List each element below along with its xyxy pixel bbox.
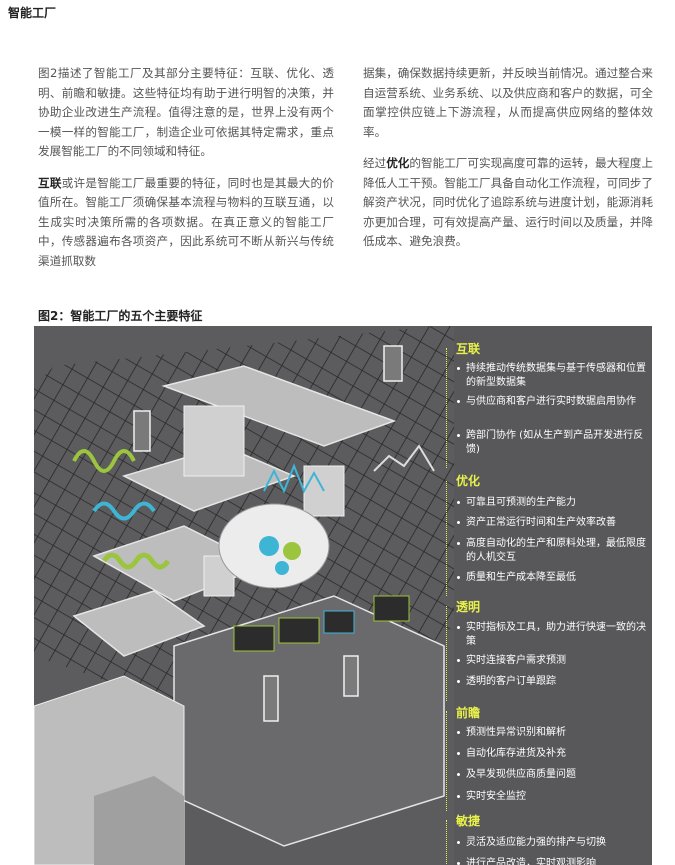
features-panel: 互联 持续推动传统数据集与基于传感器和位置的新型数据集 与供应商和客户进行实时数… <box>446 336 646 865</box>
bullet-item: 自动化库存进货及补充 <box>457 747 652 761</box>
bullet-item: 跨部门协作 (如从生产到产品开发进行反馈) <box>457 429 652 457</box>
bracket-connected <box>446 348 453 468</box>
category-agile: 敏捷 <box>456 814 481 828</box>
right-text-column: 据集，确保数据持续更新，并反映当前情况。通过整合来自运营系统、业务系统、以及供应… <box>363 64 653 264</box>
data-wave-green-2 <box>101 552 171 570</box>
left-text-column: 图2描述了智能工厂及其部分主要特征：互联、优化、透明、前瞻和敏捷。这些特征均有助… <box>38 64 334 283</box>
factory-drawing <box>34 326 454 865</box>
figure-title: 图2：智能工厂的五个主要特征 <box>38 309 203 323</box>
cloud-icon <box>218 503 330 589</box>
paragraph-connected-text: 或许是智能工厂最重要的特征，同时也是其最大的价值所在。智能工厂须确保基本流程与物… <box>38 175 334 268</box>
paragraph-continued: 据集，确保数据持续更新，并反映当前情况。通过整合来自运营系统、业务系统、以及供应… <box>363 66 653 139</box>
bullet-item: 与供应商和客户进行实时数据启用协作 <box>457 395 652 409</box>
bullet-item: 实时指标及工具，助力进行快速一致的决策 <box>457 621 652 649</box>
bullet-item: 可靠且可预测的生产能力 <box>457 496 652 510</box>
control-room <box>173 595 445 847</box>
bullet-item: 实时连接客户需求预测 <box>457 654 652 668</box>
category-connected: 互联 <box>456 342 481 356</box>
keyword-connected: 互联 <box>38 175 62 190</box>
bullet-item: 实时安全监控 <box>457 790 652 804</box>
data-wave-blue <box>92 501 156 521</box>
keyword-optimized: 优化 <box>386 156 410 170</box>
data-bars-blue <box>263 463 325 494</box>
workers <box>133 345 403 722</box>
data-line-white <box>373 444 435 472</box>
bracket-transparent <box>446 606 453 701</box>
bullet-item: 及早发现供应商质量问题 <box>457 768 652 782</box>
bullet-item: 透明的客户订单跟踪 <box>457 675 652 689</box>
category-transparent: 透明 <box>456 600 481 614</box>
paragraph-optimized: 经过优化的智能工厂可实现高度可靠的运转，最大程度上降低人工干预。智能工厂具备自动… <box>363 154 653 252</box>
bracket-agile <box>446 820 453 865</box>
paragraph-optimized-text: 的智能工厂可实现高度可靠的运转，最大程度上降低人工干预。智能工厂具备自动化工作流… <box>363 156 653 248</box>
truck <box>94 776 184 865</box>
paragraph-optimized-pre: 经过 <box>363 156 387 170</box>
bracket-optimized <box>446 481 453 596</box>
bullet-item: 预测性异常识别和解析 <box>457 726 652 740</box>
bracket-predictive <box>446 711 453 811</box>
bullet-item: 持续推动传统数据集与基于传感器和位置的新型数据集 <box>457 362 652 390</box>
smart-factory-illustration: 互联 持续推动传统数据集与基于传感器和位置的新型数据集 与供应商和客户进行实时数… <box>34 326 652 865</box>
machines <box>183 405 345 597</box>
bullet-item: 质量和生产成本降至最低 <box>457 571 652 585</box>
page-header: 智能工厂 <box>8 6 57 20</box>
category-optimized: 优化 <box>456 474 481 488</box>
category-predictive: 前瞻 <box>456 706 481 720</box>
data-wave-green <box>72 449 136 473</box>
bullet-item: 高度自动化的生产和原料处理，最低限度的人机交互 <box>457 537 652 565</box>
bullet-item: 资产正常运行时间和生产效率改善 <box>457 516 652 530</box>
bullet-item: 灵活及适应能力强的排产与切换 <box>457 836 652 850</box>
bullet-item: 进行产品改造，实时观测影响 <box>457 857 652 865</box>
paragraph-connected: 互联或许是智能工厂最重要的特征，同时也是其最大的价值所在。智能工厂须确保基本流程… <box>38 174 334 272</box>
paragraph-intro: 图2描述了智能工厂及其部分主要特征：互联、优化、透明、前瞻和敏捷。这些特征均有助… <box>38 66 334 158</box>
